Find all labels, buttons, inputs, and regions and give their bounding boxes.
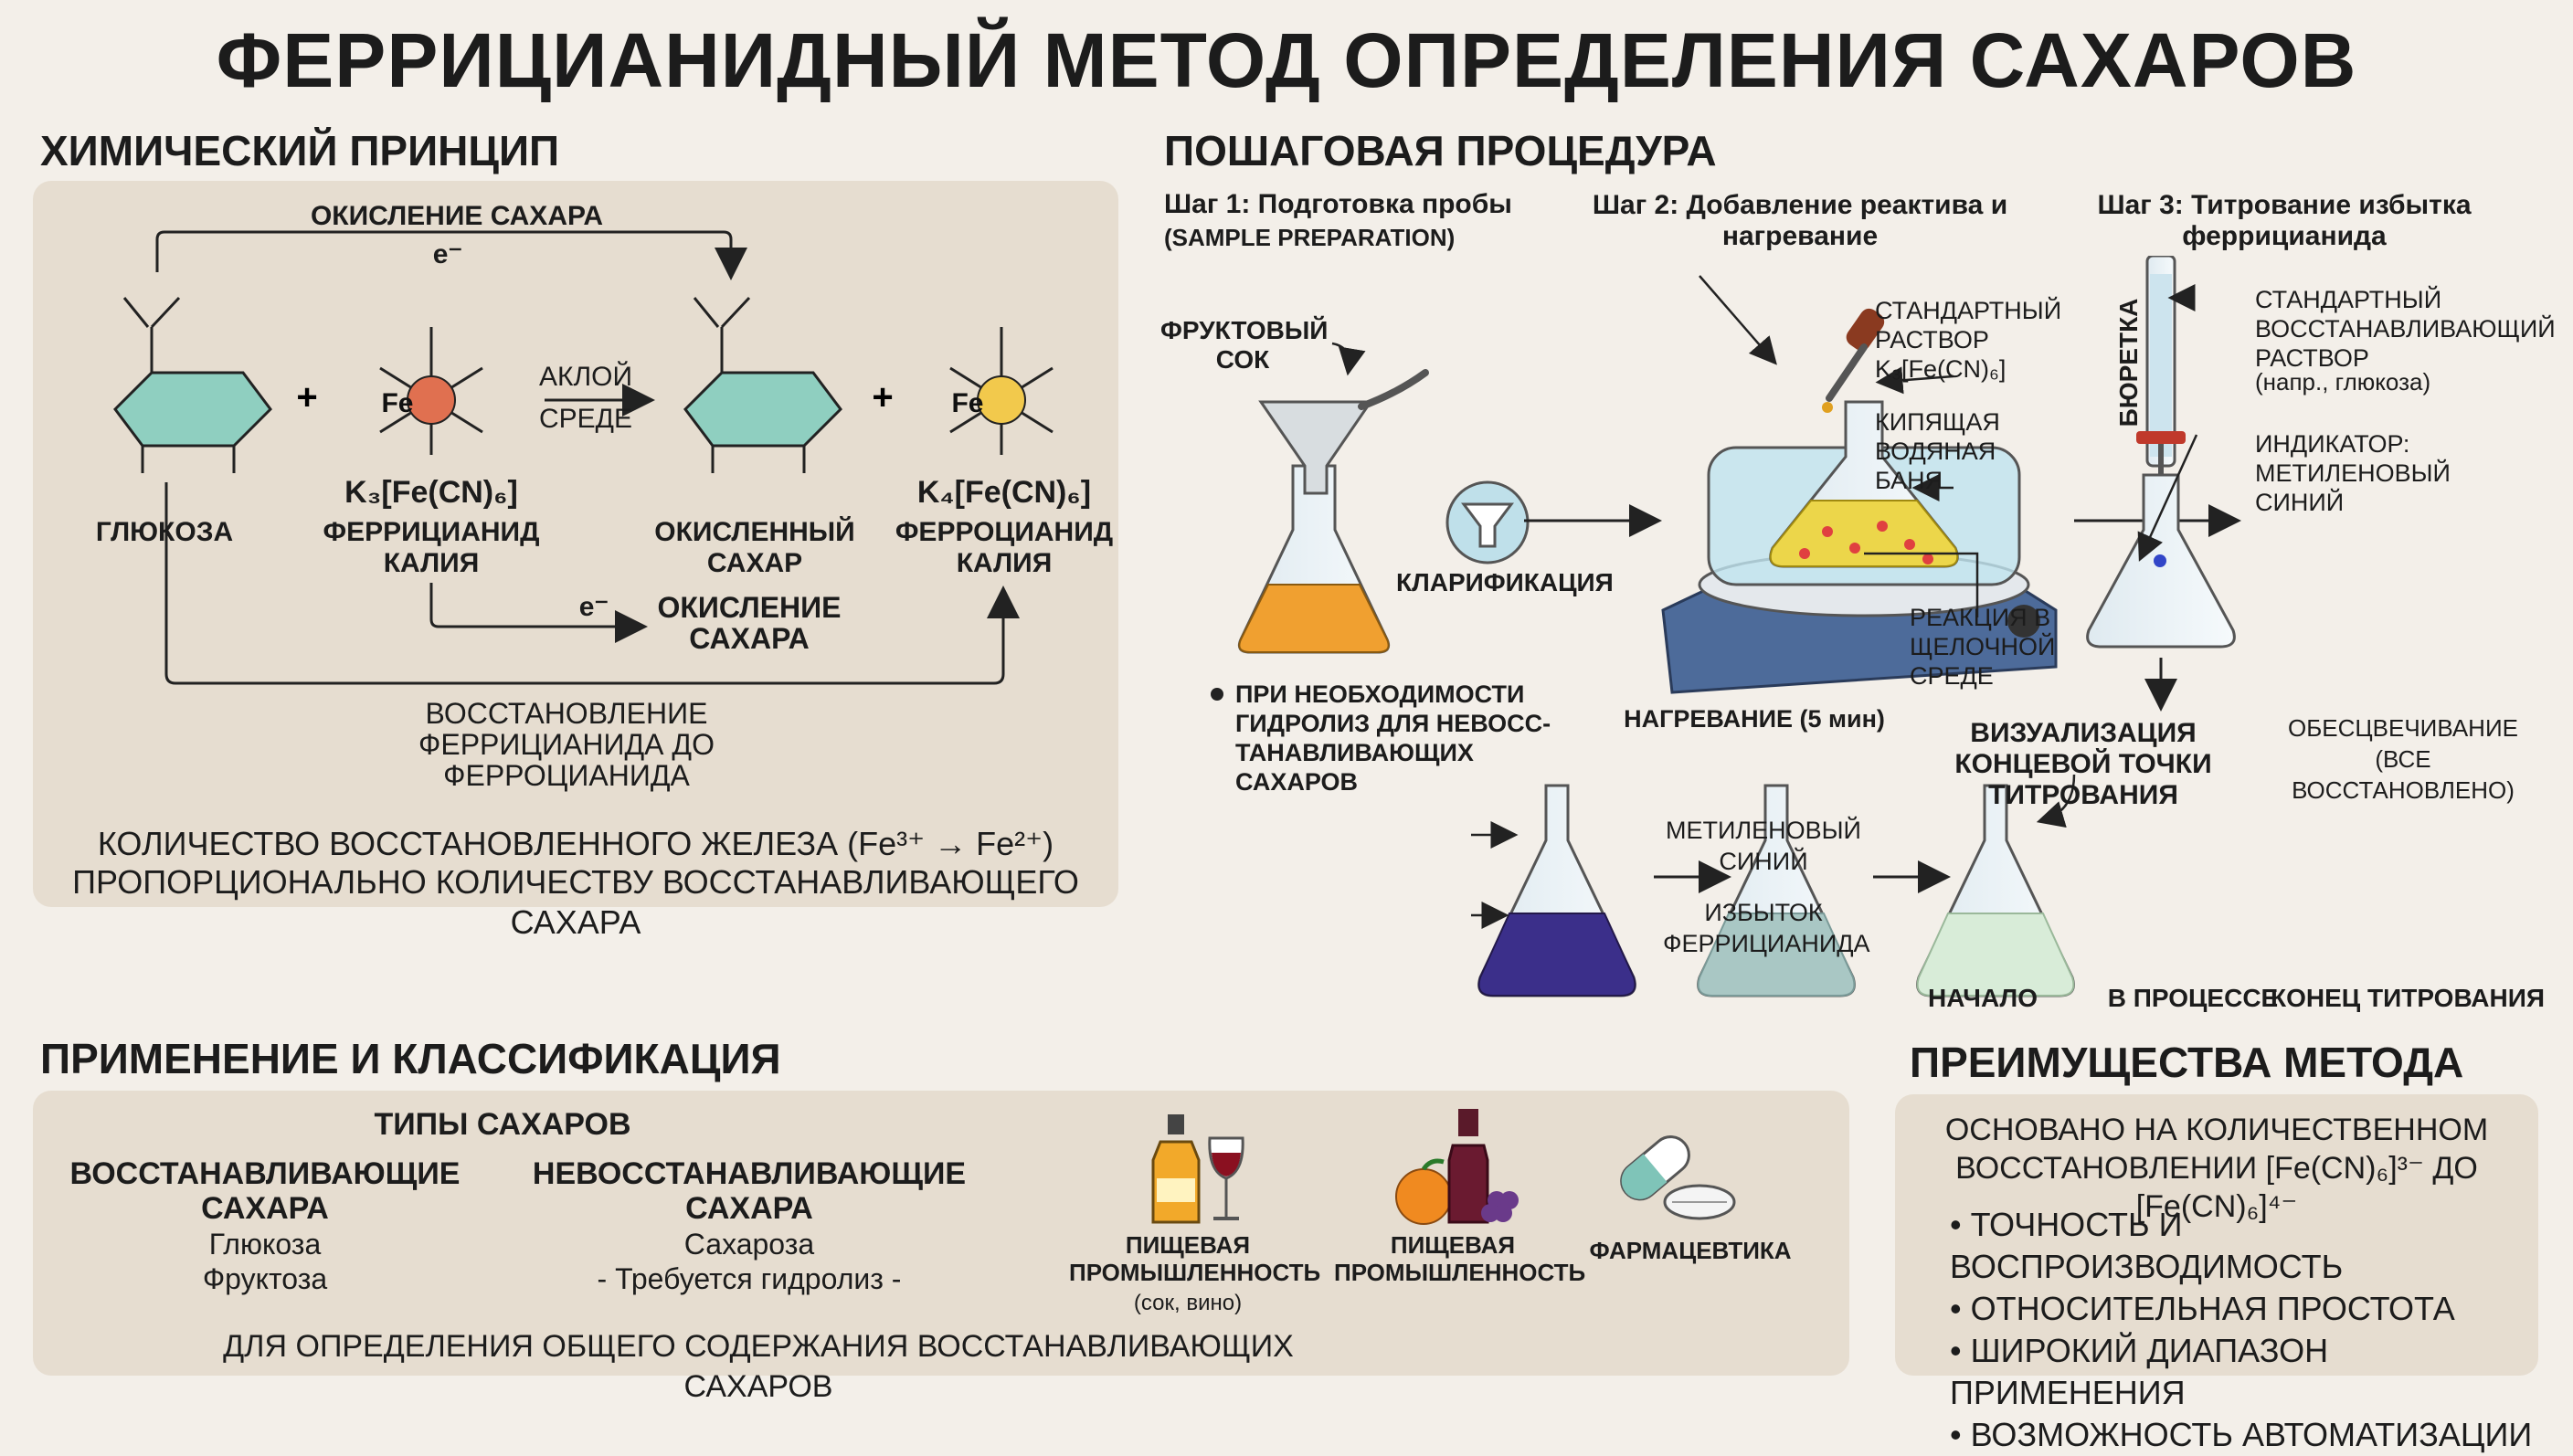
procedure-heading: ПОШАГОВАЯ ПРОЦЕДУРА <box>1164 127 1717 174</box>
juice-label: ФРУКТОВЫЙ СОК <box>1160 316 1329 374</box>
methylene-label: МЕТИЛЕНОВЫЙ СИНИЙ <box>1666 817 1861 875</box>
burette-label: БЮРЕТКА <box>2114 298 2143 427</box>
alkaline-label: РЕАКЦИЯ В ЩЕЛОЧНОЙ СРЕДЕ <box>1910 604 2056 690</box>
nonreducing-title: НЕВОССТАНАВЛИВАЮЩИЕ САХАРА <box>532 1156 967 1226</box>
advantages-heading: ПРЕИМУЩЕСТВА МЕТОДА <box>1910 1039 2464 1086</box>
reducing-item-1: Глюкоза <box>208 1228 322 1261</box>
oxidation-bottom-label: ОКИСЛЕНИЕ САХАРА <box>657 591 842 655</box>
std-solution-label: СТАНДАРТНЫЙ РАСТВОР K₃[Fe(CN)₆] <box>1875 297 2062 383</box>
endpoint-title: ВИЗУАЛИЗАЦИЯ КОНЦЕВОЙ ТОЧКИ ТИТРОВАНИЯ <box>1954 718 2212 810</box>
nonreducing-item-2: - Требуется гидролиз - <box>597 1262 902 1295</box>
application-panel <box>33 1091 1849 1376</box>
pharma-label: ФАРМАЦЕВТИКА <box>1589 1237 1792 1264</box>
application-heading: ПРИМЕНЕНИЕ И КЛАССИФИКАЦИЯ <box>40 1035 781 1082</box>
application-footer: ДЛЯ ОПРЕДЕЛЕНИЯ ОБЩЕГО СОДЕРЖАНИЯ ВОССТА… <box>223 1329 1294 1404</box>
electron-arrow <box>429 583 648 643</box>
food1-label: ПИЩЕВАЯ ПРОМЫШЛЕННОСТЬ <box>1069 1231 1321 1286</box>
basis-line1: ОСНОВАНО НА КОЛИЧЕСТВЕННОМ <box>1944 1113 2489 1147</box>
page-title: ФЕРРИЦИАНИДНЫЙ МЕТОД ОПРЕДЕЛЕНИЯ САХАРОВ <box>216 17 2357 103</box>
water-bath-label: КИПЯЩАЯ ВОДЯНАЯ БАНЯ <box>1875 408 2000 494</box>
clarification-label: КЛАРИФИКАЦИЯ <box>1396 568 1614 596</box>
condition-line1: АКЛОЙ <box>539 362 633 392</box>
oxidized-sugar-label: ОКИСЛЕННЫЙ САХАР <box>654 517 855 578</box>
oxidation-top-arrow <box>155 230 747 280</box>
summary-line1: КОЛИЧЕСТВО ВОССТАНОВЛЕННОГО ЖЕЛЕЗА (Fe³⁺… <box>97 825 1054 862</box>
principle-heading: ХИМИЧЕСКИЙ ПРИНЦИП <box>40 127 560 174</box>
hydrolysis-note: ПРИ НЕОБХОДИМОСТИ ГИДРОЛИЗ ДЛЯ НЕВОСС-ТА… <box>1235 681 1551 796</box>
oxidized-sugar-molecule <box>683 296 842 473</box>
ferricyanide-formula: K₃[Fe(CN)₆] <box>344 475 518 510</box>
advantage-item: ВОЗМОЖНОСТЬ АВТОМАТИЗАЦИИ <box>1950 1414 2535 1456</box>
fruit-wine-icon <box>1395 1109 1519 1225</box>
stage-start-label: НАЧАЛО <box>1928 984 2038 1012</box>
flask-process <box>1697 784 1856 997</box>
reducing-example-label: (напр., глюкоза) <box>2255 368 2431 396</box>
electron-top-label: e⁻ <box>432 239 463 269</box>
juice-wine-icon <box>1151 1114 1244 1224</box>
reducing-solution-label: СТАНДАРТНЫЙ ВОССТАНАВЛИВАЮЩИЙ РАСТВОР <box>2255 286 2556 372</box>
svg-text:+: + <box>296 377 317 417</box>
ferricyanide-complex <box>379 327 483 455</box>
reduction-label: ВОССТАНОВЛЕНИЕ ФЕРРИЦИАНИДА ДО ФЕРРОЦИАН… <box>418 697 715 792</box>
fe3-atom <box>407 375 456 425</box>
reducing-item-2: Фруктоза <box>202 1262 328 1295</box>
electron-bottom-label: e⁻ <box>578 592 609 622</box>
advantage-item: ОТНОСИТЕЛЬНАЯ ПРОСТОТА <box>1950 1288 2535 1330</box>
food2-label: ПИЩЕВАЯ ПРОМЫШЛЕННОСТЬ <box>1334 1231 1586 1286</box>
glucose-label: ГЛЮКОЗА <box>95 517 234 547</box>
application-icons <box>1151 1109 1736 1225</box>
fe2-symbol: Fe <box>951 388 984 418</box>
step2-title: Шаг 2: Добавление реактива и нагревание <box>1592 190 2008 251</box>
fe3-symbol: Fe <box>381 388 414 418</box>
condition-line2: СРЕДЕ <box>539 404 633 434</box>
types-title: ТИПЫ САХАРОВ <box>374 1107 631 1142</box>
summary-line2: ПРОПОРЦИОНАЛЬНО КОЛИЧЕСТВУ ВОССТАНАВЛИВА… <box>72 863 1079 941</box>
reduction-arrow <box>164 482 1020 685</box>
nonreducing-item-1: Сахароза <box>683 1228 815 1261</box>
advantage-item: ШИРОКИЙ ДИАПАЗОН ПРИМЕНЕНИЯ <box>1950 1330 2535 1414</box>
heating-label: НАГРЕВАНИЕ (5 мин) <box>1624 705 1885 733</box>
decolor-label: ОБЕСЦВЕЧИВАНИЕ (ВСЕ ВОССТАНОВЛЕНО) <box>2288 714 2518 804</box>
oxidation-top-label: ОКИСЛЕНИЕ САХАРА <box>310 201 604 231</box>
flask-end <box>1916 784 2075 997</box>
flask-start <box>1477 784 1636 997</box>
step2-flask <box>1769 400 1959 568</box>
stage-process-label: В ПРОЦЕССЕ <box>2107 984 2279 1012</box>
step3-title: Шаг 3: Титрование избытка феррицианида <box>2097 190 2472 251</box>
step1-subtitle: (SAMPLE PREPARATION) <box>1164 224 1456 251</box>
indicator-label: ИНДИКАТОР: МЕТИЛЕНОВЫЙ СИНИЙ <box>2255 430 2451 516</box>
advantages-list: ТОЧНОСТЬ И ВОСПРОИЗВОДИМОСТЬ ОТНОСИТЕЛЬН… <box>1950 1204 2535 1456</box>
stage-end-label: КОНЕЦ ТИТРОВАНИЯ <box>2271 984 2545 1012</box>
step1-title: Шаг 1: Подготовка пробы <box>1164 189 1512 219</box>
fe2-atom <box>977 375 1026 425</box>
step1-flask <box>1237 464 1391 654</box>
advantage-item: ТОЧНОСТЬ И ВОСПРОИЗВОДИМОСТЬ <box>1950 1204 2535 1288</box>
ferrocyanide-name: ФЕРРОЦИАНИД КАЛИЯ <box>895 517 1114 578</box>
ferrocyanide-complex <box>949 327 1054 455</box>
ferricyanide-name: ФЕРРИЦИАНИД КАЛИЯ <box>323 517 540 578</box>
svg-text:+: + <box>872 377 893 417</box>
principle-panel <box>33 181 1118 907</box>
burette <box>2136 256 2186 495</box>
reducing-title: ВОССТАНАВЛИВАЮЩИЕ САХАРА <box>69 1156 461 1226</box>
food1-sub: (сок, вино) <box>1133 1291 1243 1315</box>
ferrocyanide-formula: K₄[Fe(CN)₆] <box>916 475 1092 510</box>
dropper-icon <box>1822 308 1885 413</box>
glucose-molecule <box>113 296 272 473</box>
clarification-icon <box>1445 480 1530 564</box>
funnel-icon <box>1258 369 1429 495</box>
procedure-illustration <box>1211 256 2241 997</box>
excess-label: ИЗБЫТОК ФЕРРИЦИАНИДА <box>1663 899 1870 957</box>
step3-flask <box>2086 473 2236 649</box>
reaction-scheme: + + <box>113 230 1054 685</box>
pharma-icon <box>1620 1135 1736 1220</box>
